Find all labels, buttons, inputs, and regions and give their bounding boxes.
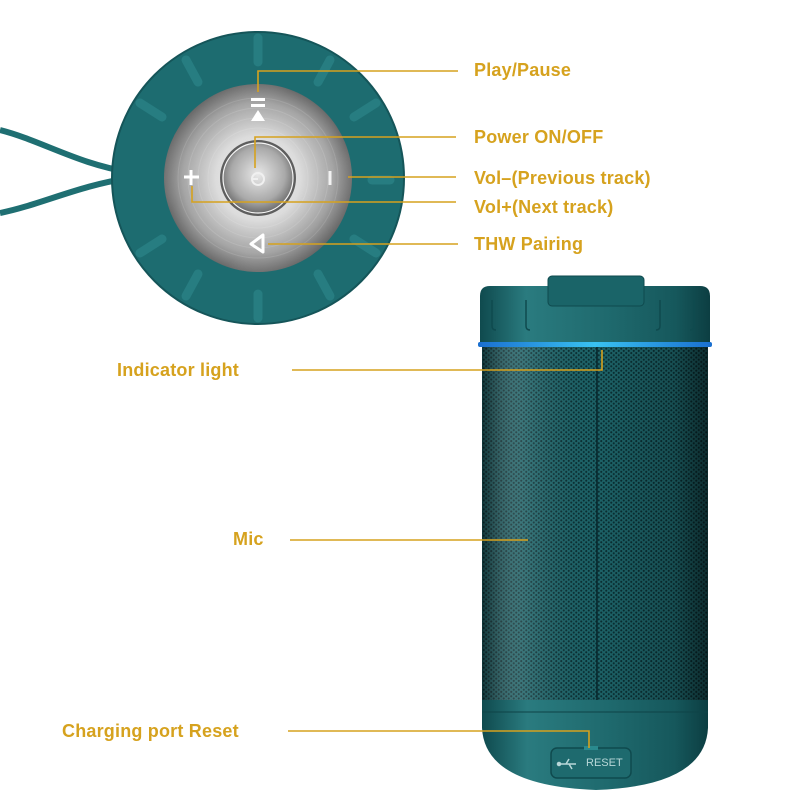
reset-text: RESET xyxy=(586,757,623,769)
power-icon xyxy=(251,172,265,186)
label-play-pause: Play/Pause xyxy=(474,60,572,80)
label-charging-port-reset: Charging port Reset xyxy=(62,721,239,741)
label-pairing: THW Pairing xyxy=(474,234,584,254)
label-vol-plus: Vol+(Next track) xyxy=(474,197,614,217)
plus-icon xyxy=(184,170,199,185)
label-power: Power ON/OFF xyxy=(474,127,604,147)
callout-lines xyxy=(191,70,603,748)
label-mic: Mic xyxy=(233,529,264,549)
label-vol-minus: Vol–(Previous track) xyxy=(474,168,651,188)
speaker-body xyxy=(478,275,712,790)
play-pause-icon xyxy=(251,98,265,121)
indicator-light-ring xyxy=(478,342,712,347)
label-indicator-light: Indicator light xyxy=(117,360,239,380)
usb-icon xyxy=(556,758,576,770)
triangle-pairing-icon xyxy=(249,233,265,254)
